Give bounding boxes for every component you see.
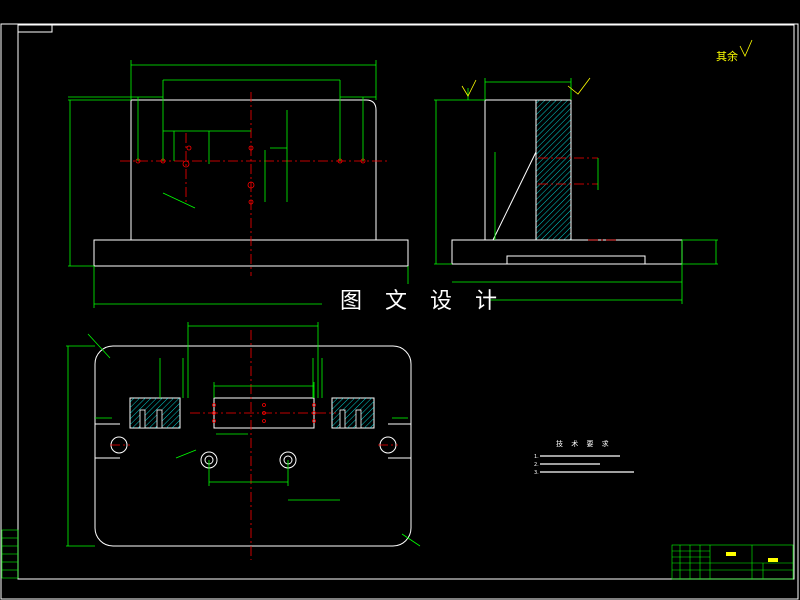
top-view-dimensions — [66, 322, 421, 547]
tech-note: 3. — [534, 470, 539, 476]
tech-note: 2. — [534, 462, 539, 468]
top-view-centerlines — [110, 330, 398, 560]
watermark-text: 图 文 设 计 — [340, 289, 505, 314]
title-block — [671, 544, 794, 580]
roughness-note: 其余 — [716, 49, 738, 63]
drawing-frame — [0, 23, 799, 600]
side-view-dimensions — [434, 78, 718, 304]
top-view-small-holes — [212, 403, 316, 423]
top-view-hatch-right — [332, 398, 374, 428]
top-view-clamp-holes — [110, 436, 397, 469]
front-view-holes — [135, 145, 366, 205]
tech-requirements-notes: 1. 2. 3. — [534, 454, 539, 476]
revision-block — [1, 529, 19, 579]
tech-requirements-text-lines — [540, 455, 634, 473]
top-view-hatch-left — [130, 398, 180, 428]
front-view — [68, 60, 409, 308]
side-view-centerlines — [538, 157, 618, 241]
side-view-section-hatch — [535, 99, 572, 241]
top-view — [66, 322, 421, 560]
surface-roughness-symbols — [461, 39, 753, 97]
side-view — [434, 39, 753, 304]
top-view-slots — [139, 409, 362, 429]
tech-requirements-title: 技 术 要 求 — [556, 439, 612, 448]
tech-note: 1. — [534, 454, 539, 460]
front-view-dimensions — [68, 60, 409, 308]
top-view-outline — [94, 345, 412, 547]
